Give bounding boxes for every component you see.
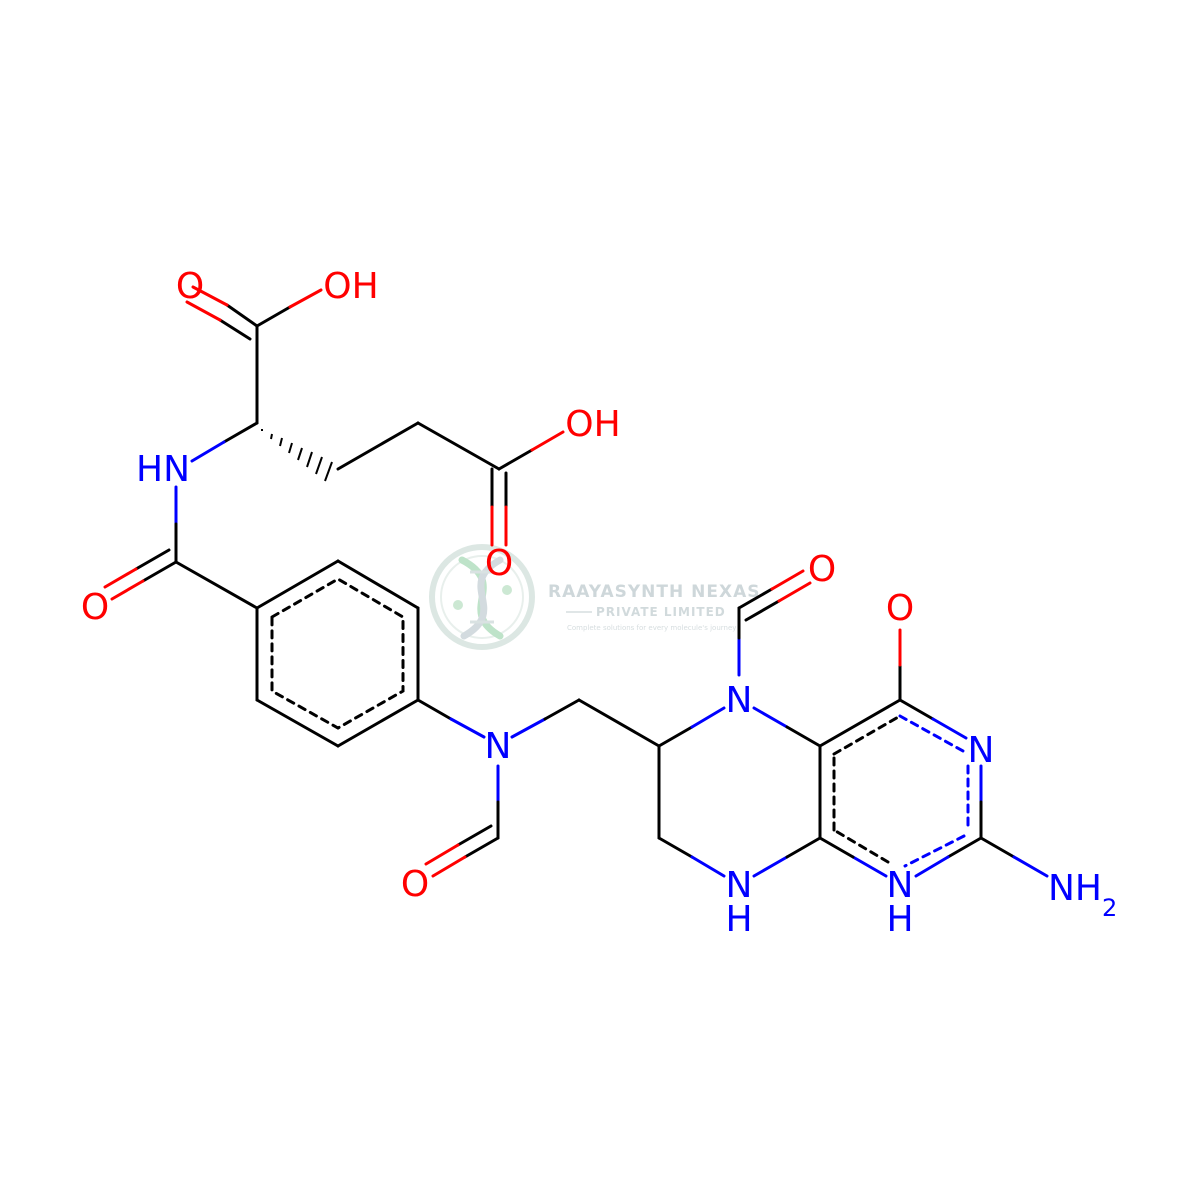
atom-o-formyl-right: O: [808, 549, 836, 590]
atom-n10: N: [485, 726, 512, 767]
atom-n5: N: [726, 680, 753, 721]
bond-n10-ch2-blue: [510, 717, 547, 739]
bond-c-oh-red: [288, 288, 323, 309]
bond-c-oh: [255, 305, 292, 328]
bond-cb-cg: [336, 421, 420, 471]
bond-ch2-c6: [577, 698, 661, 748]
ring-bond-2: [336, 559, 420, 610]
atom-labels: O OH OH O HN O N O N O O N N H N H NH 2: [81, 266, 1117, 940]
bonds: [103, 285, 1049, 878]
bond-c4a-c4: [818, 698, 902, 748]
bond-ca-n: [222, 421, 259, 444]
bond-cho-o-2: [456, 824, 493, 847]
atom-h1: H: [886, 899, 913, 940]
bond-cho-o: [463, 836, 500, 859]
atom-nh2: NH: [1048, 868, 1102, 909]
watermark-tagline: Complete solutions for every molecule's …: [567, 624, 736, 632]
bond-c2-nh2-blue: [1012, 855, 1049, 878]
atom-o-acid-carbonyl: O: [176, 266, 204, 307]
watermark-title: RAAYASYNTH NEXAS: [548, 582, 761, 602]
atom-h8: H: [725, 899, 752, 940]
watermark: RAAYASYNTH NEXAS PRIVATE LIMITED Complet…: [429, 544, 761, 650]
aromatic-dash-2: [898, 714, 965, 753]
bond-n1-c8a: [818, 836, 855, 859]
atom-o-side-chain: O: [485, 543, 513, 584]
bond-c-o-amide: [141, 560, 178, 583]
bond-c-o-amide-2-red: [103, 567, 138, 589]
aromatic-dash-4: [903, 834, 966, 868]
watermark-subtitle: PRIVATE LIMITED: [596, 605, 726, 619]
bond-cho2-o: [737, 587, 774, 610]
bond-c4-n3-blue: [931, 717, 968, 740]
atom-nh2-subscript: 2: [1102, 894, 1117, 922]
bond-c6-n5-blue: [690, 706, 726, 729]
bond-c2-n1-blue: [914, 855, 950, 878]
bond-c-o-double-red: [191, 285, 229, 307]
bond-c-o-double-2-red: [185, 300, 222, 322]
aromatic-dash-5: [832, 828, 890, 864]
atom-o-amide: O: [81, 587, 109, 628]
bond-c4-n3: [898, 698, 935, 721]
stereo-hash-bond: [261, 429, 333, 482]
atom-n8: N: [726, 865, 753, 906]
bond-c-o-amide-2: [134, 548, 171, 571]
ring-bond-1: [255, 559, 340, 610]
atom-n1: N: [887, 865, 914, 906]
atom-oh-side-chain: OH: [565, 404, 620, 445]
bond-c-o-amide-red: [110, 579, 145, 601]
bond-c-aryl: [174, 560, 259, 610]
bond-cho2-o-2: [744, 599, 781, 622]
bond-c-o-double: [225, 303, 259, 328]
bond-cho2-o-2-red: [777, 581, 812, 603]
bond-cho-o-2-red: [424, 843, 460, 866]
bond-cd-oh-red: [530, 430, 565, 452]
bond-n8-c8a: [785, 836, 822, 859]
bond-n5-c4a-blue: [752, 706, 789, 729]
bond-cho2-o-red: [770, 569, 805, 591]
ring-bond-4: [336, 698, 420, 748]
bond-aryl-n10: [416, 698, 453, 721]
bond-ca-n-blue: [190, 440, 226, 463]
bond-n1-c8a-blue: [851, 855, 888, 878]
aromatic-inner-ring: [270, 577, 405, 730]
ring-bond-5: [255, 698, 340, 748]
bond-n5-c4a: [785, 725, 822, 748]
bond-c2-nh2: [979, 836, 1016, 859]
atom-o-formyl-left: O: [401, 864, 429, 905]
bond-c7-n8: [657, 836, 694, 859]
bond-c2-n1: [946, 836, 983, 859]
aromatic-dash-1: [832, 714, 902, 756]
bond-n10-ch2: [543, 698, 581, 721]
dna-helix-icon: [429, 544, 535, 650]
bond-c-o-double-2: [218, 318, 252, 341]
atom-o-ring-carbonyl: O: [886, 588, 914, 629]
bond-n8-c8a-blue: [752, 855, 789, 878]
bond-cho-o-red: [431, 855, 467, 878]
bond-aryl-n10-blue: [449, 717, 486, 739]
bond-cg-cd: [416, 421, 501, 471]
atom-n3: N: [968, 730, 995, 771]
atom-nh-amide: HN: [136, 449, 190, 490]
atom-oh-acid-top: OH: [323, 266, 378, 307]
bond-c7-n8-blue: [690, 855, 726, 878]
bond-cd-oh: [497, 448, 534, 471]
bond-c6-n5: [657, 725, 694, 748]
